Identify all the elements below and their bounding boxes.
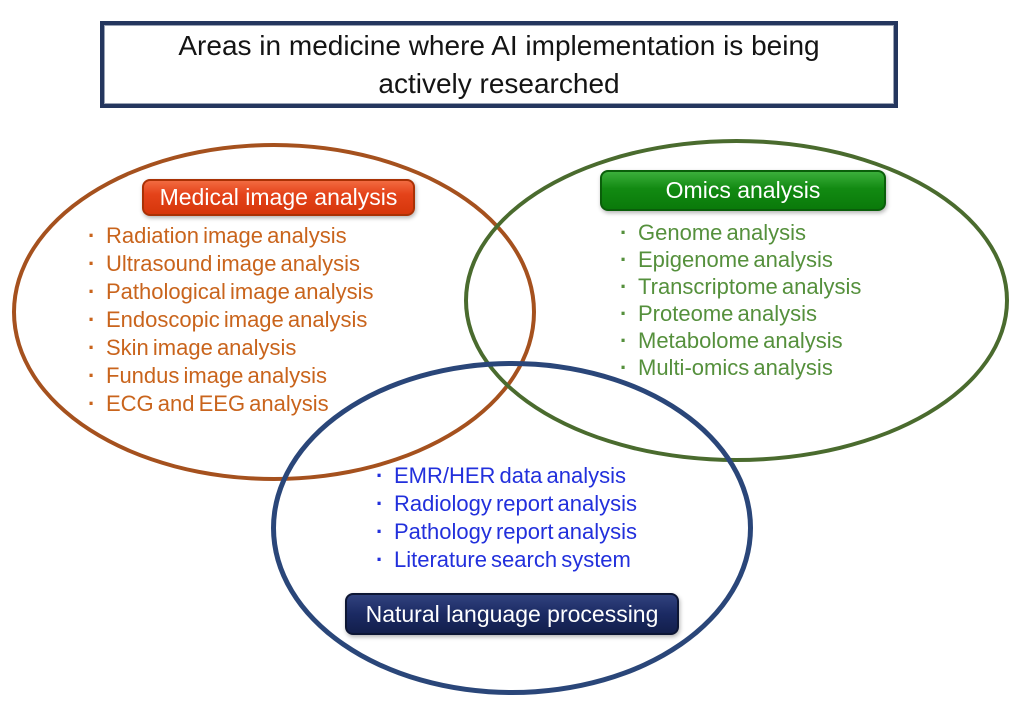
bullet: · (620, 355, 628, 380)
bullet: · (620, 274, 628, 299)
list-item-label: Literature search system (394, 547, 631, 572)
medical-image-analysis-badge: Medical image analysis (142, 179, 415, 216)
bullet: · (620, 328, 628, 353)
bullet: · (88, 335, 96, 360)
bullet: · (88, 391, 96, 416)
natural-language-processing-ellipse (271, 361, 753, 695)
bullet: · (88, 251, 96, 276)
list-item-label: Genome analysis (638, 220, 806, 245)
medical-image-analysis-badge-label: Medical image analysis (159, 184, 398, 210)
omics-analysis-badge-label: Omics analysis (665, 177, 821, 203)
medical-image-analysis-list: · Radiation image analysis · Ultrasound … (88, 222, 374, 418)
list-item-label: Proteome analysis (638, 301, 817, 326)
list-item-label: Skin image analysis (106, 335, 297, 360)
list-item-label: Transcriptome analysis (638, 274, 862, 299)
bullet: · (88, 223, 96, 248)
list-item-label: Pathological image analysis (106, 279, 374, 304)
bullet: · (620, 220, 628, 245)
list-item-label: Radiology report analysis (394, 491, 638, 516)
bullet: · (88, 279, 96, 304)
list-item: · Radiology report analysis (376, 490, 637, 518)
list-item: · Proteome analysis (620, 300, 861, 327)
list-item-label: Multi-omics analysis (638, 355, 833, 380)
bullet: · (376, 463, 384, 488)
bullet: · (376, 547, 384, 572)
list-item: · Epigenome analysis (620, 246, 861, 273)
title-box: Areas in medicine where AI implementatio… (100, 21, 898, 108)
bullet: · (88, 363, 96, 388)
list-item-label: Fundus image analysis (106, 363, 328, 388)
list-item: · Literature search system (376, 546, 637, 574)
natural-language-processing-badge: Natural language processing (345, 593, 679, 635)
list-item: · Endoscopic image analysis (88, 306, 374, 334)
natural-language-processing-list: · EMR/HER data analysis · Radiology repo… (376, 462, 637, 574)
list-item: · Ultrasound image analysis (88, 250, 374, 278)
list-item: · Pathological image analysis (88, 278, 374, 306)
bullet: · (88, 307, 96, 332)
omics-analysis-badge: Omics analysis (600, 170, 886, 211)
list-item: · Radiation image analysis (88, 222, 374, 250)
list-item-label: EMR/HER data analysis (394, 463, 626, 488)
list-item-label: ECG and EEG analysis (106, 391, 329, 416)
natural-language-processing-badge-label: Natural language processing (365, 600, 659, 627)
list-item: · Transcriptome analysis (620, 273, 861, 300)
list-item-label: Endoscopic image analysis (106, 307, 368, 332)
omics-analysis-ellipse (464, 139, 1009, 462)
bullet: · (620, 247, 628, 272)
bullet: · (620, 301, 628, 326)
diagram-title: Areas in medicine where AI implementatio… (178, 29, 820, 99)
list-item-label: Epigenome analysis (638, 247, 833, 272)
list-item: · Fundus image analysis (88, 362, 374, 390)
list-item-label: Metabolome analysis (638, 328, 843, 353)
list-item-label: Pathology report analysis (394, 519, 638, 544)
omics-analysis-list: · Genome analysis · Epigenome analysis ·… (620, 219, 861, 381)
list-item: · ECG and EEG analysis (88, 390, 374, 418)
list-item-label: Radiation image analysis (106, 223, 347, 248)
list-item: · EMR/HER data analysis (376, 462, 637, 490)
list-item: · Multi-omics analysis (620, 354, 861, 381)
list-item: · Pathology report analysis (376, 518, 637, 546)
bullet: · (376, 491, 384, 516)
list-item: · Genome analysis (620, 219, 861, 246)
bullet: · (376, 519, 384, 544)
list-item: · Metabolome analysis (620, 327, 861, 354)
list-item-label: Ultrasound image analysis (106, 251, 361, 276)
list-item: · Skin image analysis (88, 334, 374, 362)
